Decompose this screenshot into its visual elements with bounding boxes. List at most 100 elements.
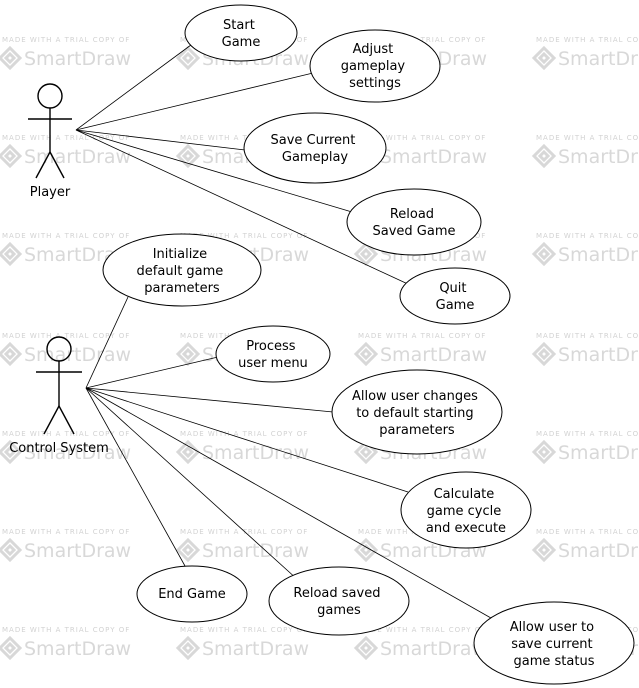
assoc-player-quit-game: [75, 129, 411, 286]
use-case-start-game: Start Game: [184, 4, 298, 62]
watermark-small-text: MADE WITH A TRIAL COPY OF: [180, 626, 308, 634]
use-case-reload-saved-game-label: Reload Saved Game: [373, 207, 456, 239]
watermark-small-text: MADE WITH A TRIAL COPY OF: [2, 36, 130, 44]
actor-control-system-label: Control System: [9, 441, 109, 456]
use-case-process-menu-label: Process user menu: [238, 339, 308, 371]
use-case-calculate-cycle: Calculate game cycle and execute: [400, 471, 532, 549]
watermark-small-text: MADE WITH A TRIAL COPY OF: [2, 528, 130, 536]
watermark-brand-text: SmartDraw: [558, 344, 639, 366]
assoc-player-start-game: [75, 41, 196, 131]
use-case-allow-changes: Allow user changes to default starting p…: [331, 369, 503, 455]
watermark-brand-text: SmartDraw: [380, 146, 487, 168]
watermark-logo-icon: [175, 537, 201, 563]
assoc-control-reload-games: [85, 387, 299, 581]
watermark-logo-icon: [175, 45, 201, 71]
watermark-logo-icon: [353, 439, 379, 465]
watermark-tile: MADE WITH A TRIAL COPY OF SmartDraw: [353, 332, 487, 367]
watermark-small-text: MADE WITH A TRIAL COPY OF: [2, 134, 130, 142]
use-case-calculate-cycle-label: Calculate game cycle and execute: [426, 487, 506, 536]
watermark-brand-text: SmartDraw: [202, 638, 309, 660]
use-case-reload-saved-game: Reload Saved Game: [346, 188, 482, 256]
watermark-brand-text: SmartDraw: [24, 638, 131, 660]
watermark-small-text: MADE WITH A TRIAL COPY OF: [180, 430, 308, 438]
use-case-quit-game-label: Quit Game: [436, 281, 475, 313]
use-case-quit-game: Quit Game: [399, 267, 511, 325]
watermark-small-text: MADE WITH A TRIAL COPY OF: [358, 626, 486, 634]
watermark-small-text: MADE WITH A TRIAL COPY OF: [536, 36, 639, 44]
watermark-small-text: MADE WITH A TRIAL COPY OF: [2, 626, 130, 634]
watermark-small-text: MADE WITH A TRIAL COPY OF: [536, 332, 639, 340]
assoc-control-initialize: [85, 296, 129, 389]
watermark-logo-icon: [531, 45, 557, 71]
use-case-save-current-gameplay: Save Current Gameplay: [243, 112, 387, 184]
watermark-tile: MADE WITH A TRIAL COPY OF SmartDraw: [531, 36, 639, 71]
watermark-tile: MADE WITH A TRIAL COPY OF SmartDraw: [531, 232, 639, 267]
watermark-brand-text: SmartDraw: [24, 344, 131, 366]
use-case-save-current-label: Save Current Gameplay: [270, 133, 359, 165]
watermark-brand-text: SmartDraw: [558, 244, 639, 266]
watermark-small-text: MADE WITH A TRIAL COPY OF: [358, 36, 486, 44]
watermark-tile: MADE WITH A TRIAL COPY OF SmartDraw: [353, 626, 487, 661]
watermark-logo-icon: [175, 341, 201, 367]
watermark-brand-text: SmartDraw: [380, 638, 487, 660]
use-case-adjust-settings-label: Adjust gameplay settings: [341, 42, 410, 91]
actor-control-system: Control System: [9, 336, 109, 456]
watermark-small-text: MADE WITH A TRIAL COPY OF: [358, 332, 486, 340]
watermark-brand-text: SmartDraw: [558, 442, 639, 464]
watermark-small-text: MADE WITH A TRIAL COPY OF: [2, 332, 130, 340]
watermark-brand-text: SmartDraw: [380, 344, 487, 366]
watermark-small-text: MADE WITH A TRIAL COPY OF: [180, 528, 308, 536]
use-case-reload-saved-games-label: Reload saved games: [293, 586, 384, 618]
use-case-save-status-label: Allow user to save current game status: [510, 620, 599, 669]
watermark-logo-icon: [531, 341, 557, 367]
watermark-logo-icon: [353, 341, 379, 367]
assoc-control-calculate: [85, 387, 409, 493]
watermark-logo-icon: [531, 143, 557, 169]
watermark-logo-icon: [353, 241, 379, 267]
watermark-small-text: MADE WITH A TRIAL COPY OF: [536, 232, 639, 240]
watermark-brand-text: SmartDraw: [202, 540, 309, 562]
use-case-end-game: End Game: [136, 565, 248, 623]
watermark-tile: MADE WITH A TRIAL COPY OF SmartDraw: [175, 528, 309, 563]
watermark-logo-icon: [0, 45, 23, 71]
watermark-tile: MADE WITH A TRIAL COPY OF SmartDraw: [531, 332, 639, 367]
watermark-tile: MADE WITH A TRIAL COPY OF SmartDraw: [0, 232, 131, 267]
use-case-allow-changes-label: Allow user changes to default starting p…: [352, 389, 482, 438]
watermark-logo-icon: [531, 537, 557, 563]
watermark-small-text: MADE WITH A TRIAL COPY OF: [536, 528, 639, 536]
watermark-small-text: MADE WITH A TRIAL COPY OF: [180, 232, 308, 240]
associations: [75, 41, 499, 623]
watermark-logo-icon: [0, 143, 23, 169]
assoc-control-process-menu: [85, 356, 219, 389]
assoc-player-save-current: [75, 129, 246, 151]
watermark-logo-icon: [175, 439, 201, 465]
watermark-logo-icon: [0, 439, 23, 465]
watermark-small-text: MADE WITH A TRIAL COPY OF: [2, 232, 130, 240]
use-case-start-game-label: Start Game: [222, 18, 261, 50]
player-head: [37, 83, 63, 109]
watermark-logo-icon: [531, 439, 557, 465]
watermark-brand-text: SmartDraw: [24, 540, 131, 562]
watermark-logo-icon: [531, 241, 557, 267]
actor-player: Player: [28, 83, 72, 200]
actor-player-label: Player: [30, 185, 71, 200]
assoc-player-adjust-settings: [75, 72, 314, 131]
use-case-reload-saved-games: Reload saved games: [268, 566, 410, 636]
watermark-small-text: MADE WITH A TRIAL COPY OF: [536, 134, 639, 142]
assoc-control-save-status: [85, 387, 499, 623]
watermark-tile: MADE WITH A TRIAL COPY OF SmartDraw: [175, 626, 309, 661]
watermark-brand-text: SmartDraw: [558, 48, 639, 70]
watermark-small-text: MADE WITH A TRIAL COPY OF: [2, 430, 130, 438]
assoc-control-allow-changes: [85, 387, 334, 413]
watermark-logo-icon: [353, 635, 379, 661]
use-case-adjust-settings: Adjust gameplay settings: [309, 29, 441, 103]
watermark-brand-text: SmartDraw: [24, 244, 131, 266]
watermark-logo-icon: [0, 341, 23, 367]
